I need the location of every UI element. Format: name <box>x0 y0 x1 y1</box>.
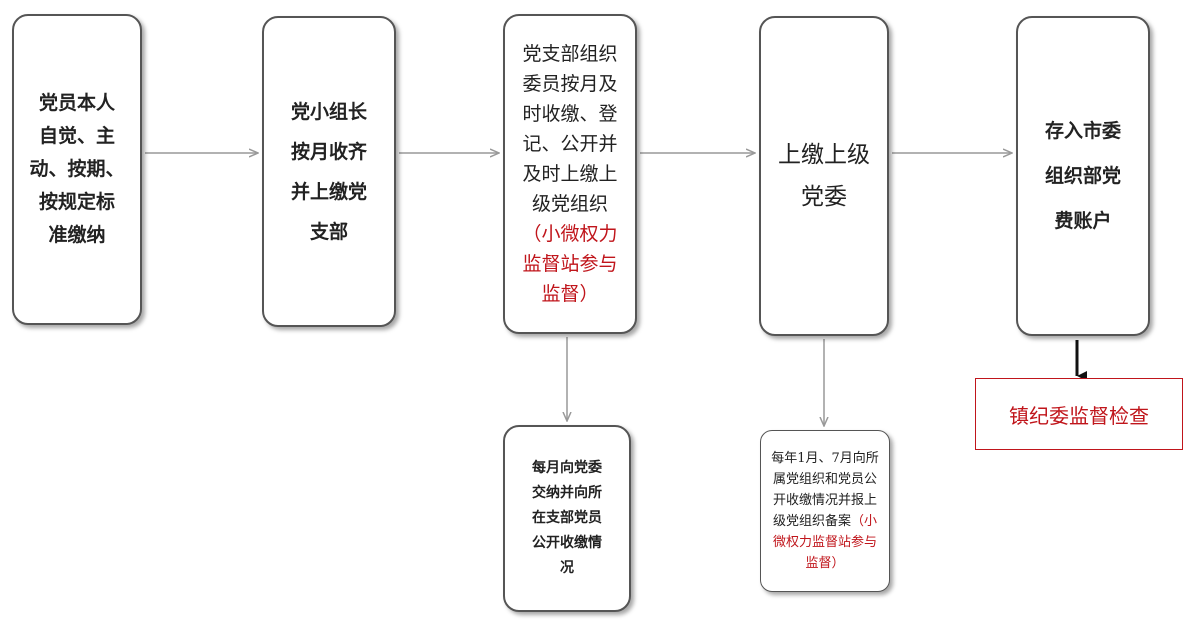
node-town-inspection-text: 镇纪委监督检查 <box>1009 403 1149 428</box>
node-member-pay-text: 党员本人 自觉、主 动、按期、 按规定标 准缴纳 <box>29 92 125 246</box>
node-upper-committee-text: 上缴上级 党委 <box>778 142 870 210</box>
node-monthly-report: 每月向党委 交纳并向所 在支部党员 公开收缴情 况 <box>503 425 631 612</box>
node-branch-committee-text: 党支部组织 委员按月及 时收缴、登 记、公开并 及时上缴上 级党组织 <box>522 43 618 215</box>
node-town-inspection: 镇纪委监督检查 <box>975 378 1183 450</box>
node-monthly-report-text: 每月向党委 交纳并向所 在支部党员 公开收缴情 况 <box>532 460 602 576</box>
node-branch-committee-note: （小微权力 监督站参与 监督） <box>522 223 618 305</box>
semiannual-report-main: 每年1月、7月向所 属党组织和党员公 开收缴情况并报上 级党组织备案 <box>771 451 879 529</box>
node-city-account: 存入市委 组织部党 费账户 <box>1016 16 1150 336</box>
semiannual-report-note: （小 微权力监督站参与 监督） <box>772 514 877 571</box>
node-semiannual-report-text: 每年1月、7月向所 属党组织和党员公 开收缴情况并报上 级党组织备案（小 微权力… <box>771 448 879 574</box>
node-branch-committee: 党支部组织 委员按月及 时收缴、登 记、公开并 及时上缴上 级党组织 （小微权力… <box>503 14 637 334</box>
node-group-leader: 党小组长 按月收齐 并上缴党 支部 <box>262 16 396 327</box>
node-group-leader-text: 党小组长 按月收齐 并上缴党 支部 <box>290 100 367 243</box>
node-upper-committee: 上缴上级 党委 <box>759 16 889 336</box>
node-member-pay: 党员本人 自觉、主 动、按期、 按规定标 准缴纳 <box>12 14 142 325</box>
node-city-account-text: 存入市委 组织部党 费账户 <box>1044 119 1121 232</box>
node-semiannual-report: 每年1月、7月向所 属党组织和党员公 开收缴情况并报上 级党组织备案（小 微权力… <box>760 430 890 592</box>
